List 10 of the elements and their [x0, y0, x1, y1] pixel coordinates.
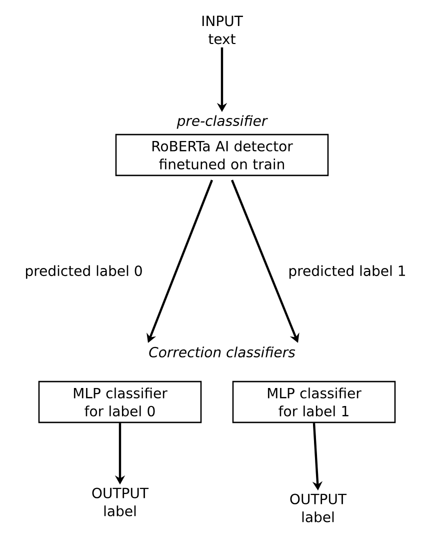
edge-label: predicted label 0	[22, 263, 145, 281]
edge-label: predicted label 1	[286, 263, 408, 281]
io-text: INPUT text	[202, 16, 243, 44]
group-heading: Correction classifiers	[149, 346, 296, 358]
box-heading: pre-classifier	[176, 115, 268, 129]
io-text: OUTPUT label	[290, 494, 347, 522]
process-box: MLP classifier for label 0	[38, 380, 202, 424]
io-text: OUTPUT label	[92, 488, 149, 516]
process-box: RoBERTa AI detector finetuned on train	[115, 134, 329, 176]
process-box: MLP classifier for label 1	[232, 380, 396, 424]
